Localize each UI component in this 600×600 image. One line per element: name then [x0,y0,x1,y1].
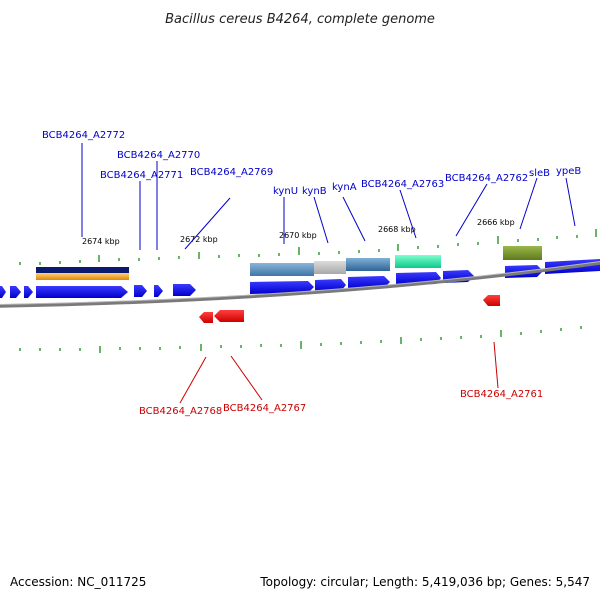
lower-leader-lines [179,341,499,404]
feature-bar-navy [36,267,129,273]
forward-gene-arrow [0,286,6,298]
reverse-genes[interactable] [199,295,500,323]
feature-bar-kyna [346,258,390,271]
reverse-gene-arrow [199,312,213,323]
forward-gene-arrow [36,286,128,298]
gene-label-a2770[interactable]: BCB4264_A2770 [117,150,200,161]
gene-label-a2768[interactable]: BCB4264_A2768 [139,406,222,417]
scale-label-2674: 2674 kbp [82,237,120,246]
gene-label-a2762[interactable]: BCB4264_A2762 [445,173,528,184]
feature-bar-kynu [250,263,314,276]
lower-tick-row [19,326,582,353]
forward-gene-arrow [24,286,33,298]
gene-label-a2771[interactable]: BCB4264_A2771 [100,170,183,181]
gene-label-a2767[interactable]: BCB4264_A2767 [223,403,306,414]
genome-backbone [0,261,600,308]
scale-label-2670: 2670 kbp [279,231,317,240]
feature-bar-a2763 [395,255,441,268]
forward-gene-arrow [154,285,163,297]
genome-summary-text: Topology: circular; Length: 5,419,036 bp… [259,575,590,589]
gene-label-kynu[interactable]: kynU [273,186,298,197]
feature-bar-orange [36,273,129,280]
reverse-gene-arrow [214,310,244,322]
forward-gene-arrow [173,284,196,296]
gene-label-a2769[interactable]: BCB4264_A2769 [190,167,273,178]
forward-gene-arrow [10,286,21,298]
scale-label-2666: 2666 kbp [477,218,515,227]
feature-bars [36,246,542,280]
gene-label-a2772[interactable]: BCB4264_A2772 [42,130,125,141]
gene-label-kynb[interactable]: kynB [302,186,327,197]
feature-bar-sleb [503,246,542,260]
forward-gene-arrow [250,281,314,294]
gene-label-kyna[interactable]: kynA [332,182,357,193]
upper-tick-row [19,229,597,265]
gene-label-a2763[interactable]: BCB4264_A2763 [361,179,444,190]
forward-gene-arrow [134,285,147,297]
scale-label-2672: 2672 kbp [180,235,218,244]
gene-label-sleb[interactable]: sleB [529,168,550,179]
gene-label-ypeb[interactable]: ypeB [556,166,581,177]
map-title: Bacillus cereus B4264, complete genome [165,12,435,27]
gene-label-a2761[interactable]: BCB4264_A2761 [460,389,543,400]
feature-bar-kynb [314,261,346,274]
scale-label-2668: 2668 kbp [378,225,416,234]
reverse-gene-arrow [483,295,500,306]
accession-text: Accession: NC_011725 [10,575,146,589]
upper-leader-lines [81,143,576,250]
